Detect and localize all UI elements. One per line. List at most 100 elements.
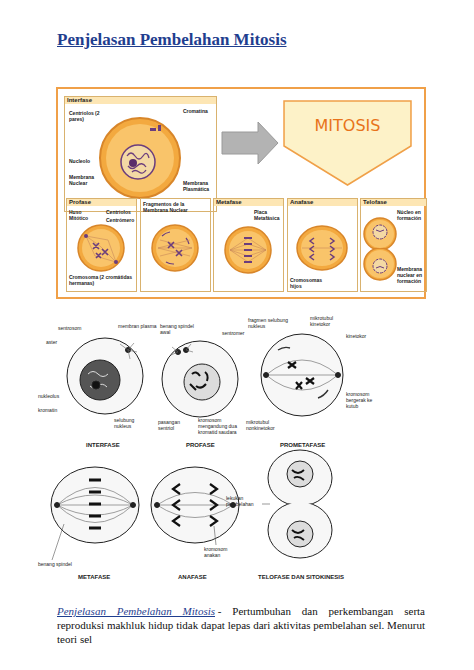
interphase-cell: [150, 128, 156, 131]
anaphase-cell: [297, 226, 347, 270]
part-label: kromatin: [38, 408, 64, 414]
bw-anaphase: [173, 484, 217, 526]
phase-panel: InterfaseCentriolos (2 pares)CromatinaNu…: [64, 96, 217, 212]
bw-metaphase: [89, 480, 101, 528]
bw-telophase: [287, 521, 313, 547]
bw-metaphase: [52, 524, 64, 560]
part-label: Cromatina: [183, 109, 215, 115]
prometaphase-cell: [158, 240, 192, 256]
bw-anaphase: [155, 503, 160, 508]
bw-prophase: [162, 341, 238, 417]
phase-panel: MetafasePlaca Metafásica: [213, 198, 284, 292]
telophase-cell: [366, 220, 394, 248]
flow-arrow: [222, 122, 278, 164]
bw-metaphase: [55, 503, 60, 508]
part-label: kromosom anakan: [204, 547, 244, 559]
phase-heading: Anafase: [288, 199, 357, 206]
anaphase-cell: [302, 248, 342, 249]
link-text: Penjelasan Pembelahan Mitosis: [57, 605, 215, 617]
bw-prometaphase: [261, 334, 343, 416]
stage-name: METAFASE: [78, 574, 110, 581]
bw-telophase: [287, 461, 313, 487]
bw-interphase: [120, 343, 137, 359]
phase-heading: Telofase: [361, 199, 426, 206]
telophase-cell: [366, 250, 394, 278]
bw-prophase: [162, 341, 238, 417]
stage-name: ANAFASE: [178, 574, 207, 581]
prometaphase-cell: [168, 242, 182, 256]
part-label: fragmen selubung nukleus: [248, 318, 293, 330]
page-title: Penjelasan Pembelahan Mitosis: [57, 30, 287, 50]
telophase-cell: [364, 218, 396, 280]
anaphase-cell: [310, 238, 334, 260]
interphase-cell: [100, 118, 180, 198]
part-label: Cromosoma (2 cromátidas hermanas): [69, 275, 135, 287]
bw-prophase: [171, 344, 193, 355]
phase-panel: AnafaseCromosomas hijos: [287, 198, 358, 292]
bw-prometaphase: [264, 373, 269, 378]
telophase-cell: [364, 218, 396, 250]
arrow-shape: [283, 100, 412, 186]
prometaphase-cell: [156, 229, 194, 267]
part-label: Membrana Plasmática: [183, 181, 215, 193]
part-label: Fragmentos de la Membrana Nuclear: [143, 202, 209, 214]
bw-anaphase: [157, 493, 233, 518]
interphase-cell: [129, 159, 137, 167]
bw-prometaphase: [261, 334, 343, 416]
part-label: selubung nukleus: [114, 418, 152, 430]
interphase-cell: [158, 125, 161, 131]
prophase-cell: [114, 260, 118, 264]
figure-frame: [57, 88, 425, 298]
prophase-cell: [93, 243, 108, 258]
part-label: lekukan pembelahan: [226, 496, 260, 508]
bw-telophase: [269, 503, 331, 557]
interphase-cell: [106, 124, 174, 192]
stage-name: PROMETAFASE: [280, 442, 325, 449]
bw-interphase: [92, 381, 100, 389]
bw-prometaphase: [336, 373, 341, 378]
figure-frame: [57, 88, 425, 298]
part-label: Membrana Nuclear: [69, 175, 101, 187]
mitosis-arrow: MITOSIS: [283, 100, 412, 186]
bw-prometaphase: [288, 362, 314, 389]
prophase-cell: [78, 225, 124, 271]
part-label: Centriolos (2 pares): [69, 111, 101, 123]
bw-metaphase: [51, 467, 139, 543]
metaphase-cell: [244, 238, 252, 262]
part-label: Cromosomas hijos: [290, 278, 330, 290]
stage-name: PROFASE: [186, 442, 215, 449]
part-label: sentromer: [222, 331, 245, 337]
interphase-cell: [127, 153, 149, 173]
part-label: sentrosom: [58, 326, 81, 332]
part-label: membran plasma: [118, 324, 157, 330]
part-label: Centriolos: [106, 210, 135, 216]
bw-telophase: [262, 504, 270, 505]
bw-anaphase: [214, 526, 216, 545]
part-label: Membrana nuclear en formación: [397, 267, 425, 284]
part-label: kromosom mengandung dua kromatid saudara: [198, 418, 243, 435]
bw-anaphase: [151, 467, 239, 543]
prophase-cell: [78, 225, 124, 271]
part-label: kromosom bergerak ke kutub: [346, 392, 386, 409]
stage-name: TELOFASE DAN SITOKINESIS: [258, 574, 344, 581]
bw-prophase: [190, 372, 208, 390]
interphase-cell: [100, 118, 180, 198]
bw-prometaphase: [266, 360, 338, 390]
prometaphase-cell: [152, 225, 198, 271]
stage-name: INTERFASE: [86, 442, 120, 449]
body-paragraph: Penjelasan Pembelahan Mitosis- Pertumbuh…: [57, 604, 425, 646]
interphase-cell: [121, 145, 155, 179]
part-label: mikrotubul kinetokor: [310, 316, 352, 328]
bw-interphase: [88, 372, 108, 389]
part-label: benang spindel: [38, 562, 72, 568]
prophase-cell: [84, 234, 88, 238]
part-label: mikrotubul nonkinetokor: [246, 420, 288, 432]
arrow-shape: [284, 101, 411, 185]
part-label: Centrómero: [106, 218, 135, 224]
bw-interphase: [67, 338, 143, 414]
part-label: nukleolus: [38, 394, 64, 400]
anaphase-cell: [297, 226, 347, 270]
part-label: aster: [46, 340, 57, 346]
part-label: Placa Metafásica: [254, 210, 282, 222]
